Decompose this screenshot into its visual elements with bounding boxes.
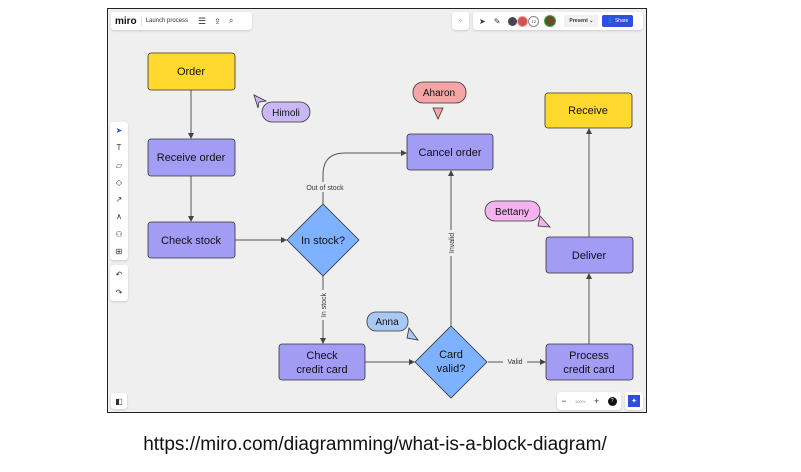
templates-icon[interactable]: ⚇ xyxy=(115,229,123,239)
frames-panel-button[interactable]: ◧ xyxy=(111,393,127,409)
zoom-level[interactable]: 100% xyxy=(575,398,586,404)
zoom-in-icon[interactable]: + xyxy=(593,396,600,406)
undo-icon[interactable]: ↶ xyxy=(115,269,123,279)
history-toolbar: ↶ ↷ xyxy=(110,265,128,301)
zoom-controls: − 100% + ? xyxy=(557,392,621,410)
sticky-note-icon[interactable]: ▱ xyxy=(115,160,123,170)
collaborator-count[interactable]: 12 xyxy=(528,15,540,27)
zoom-out-icon[interactable]: − xyxy=(561,396,567,406)
avatar[interactable] xyxy=(517,15,529,27)
tools-toolbar: ➤ T ▱ ◇ ↗ ∧ ⚇ ⊞ xyxy=(110,122,128,260)
export-icon[interactable]: ⇪ xyxy=(214,16,221,26)
sidebar-icon: ◧ xyxy=(115,396,123,406)
cursor-toggle-icon[interactable]: ➤ xyxy=(479,16,486,26)
collaboration-bar: ➤ ✎ 12 Present ⌄ 👤 Share xyxy=(473,12,643,30)
avatar[interactable] xyxy=(508,16,518,26)
select-tool-icon[interactable]: ➤ xyxy=(115,126,123,136)
present-button[interactable]: Present ⌄ xyxy=(564,15,599,27)
menu-icon[interactable]: ☰ xyxy=(198,15,207,26)
text-tool-icon[interactable]: T xyxy=(116,143,122,153)
connector-icon[interactable]: ↗ xyxy=(115,195,123,205)
reactions-icon[interactable]: ✎ xyxy=(493,16,501,26)
pen-icon[interactable]: ∧ xyxy=(116,212,122,222)
miro-board-canvas[interactable] xyxy=(107,8,647,413)
search-icon[interactable]: ⌕ xyxy=(228,16,234,25)
apps-icon: ⁘ xyxy=(457,18,464,25)
share-button[interactable]: 👤 Share xyxy=(602,15,634,27)
ai-assist-button[interactable]: ✦ xyxy=(625,392,643,410)
sparkle-icon: ✦ xyxy=(628,395,640,407)
board-title[interactable]: Launch process xyxy=(145,18,189,24)
apps-button[interactable]: ⁘ xyxy=(452,12,469,30)
miro-logo: miro xyxy=(115,15,137,27)
avatar[interactable] xyxy=(544,15,557,27)
redo-icon[interactable]: ↷ xyxy=(115,287,123,297)
source-caption: https://miro.com/diagramming/what-is-a-b… xyxy=(143,434,607,455)
shapes-icon[interactable]: ◇ xyxy=(115,177,123,187)
help-icon[interactable]: ? xyxy=(607,396,617,406)
board-title-bar: miro Launch process ☰ ⇪ ⌕ xyxy=(111,12,252,30)
add-more-icon[interactable]: ⊞ xyxy=(115,246,123,256)
